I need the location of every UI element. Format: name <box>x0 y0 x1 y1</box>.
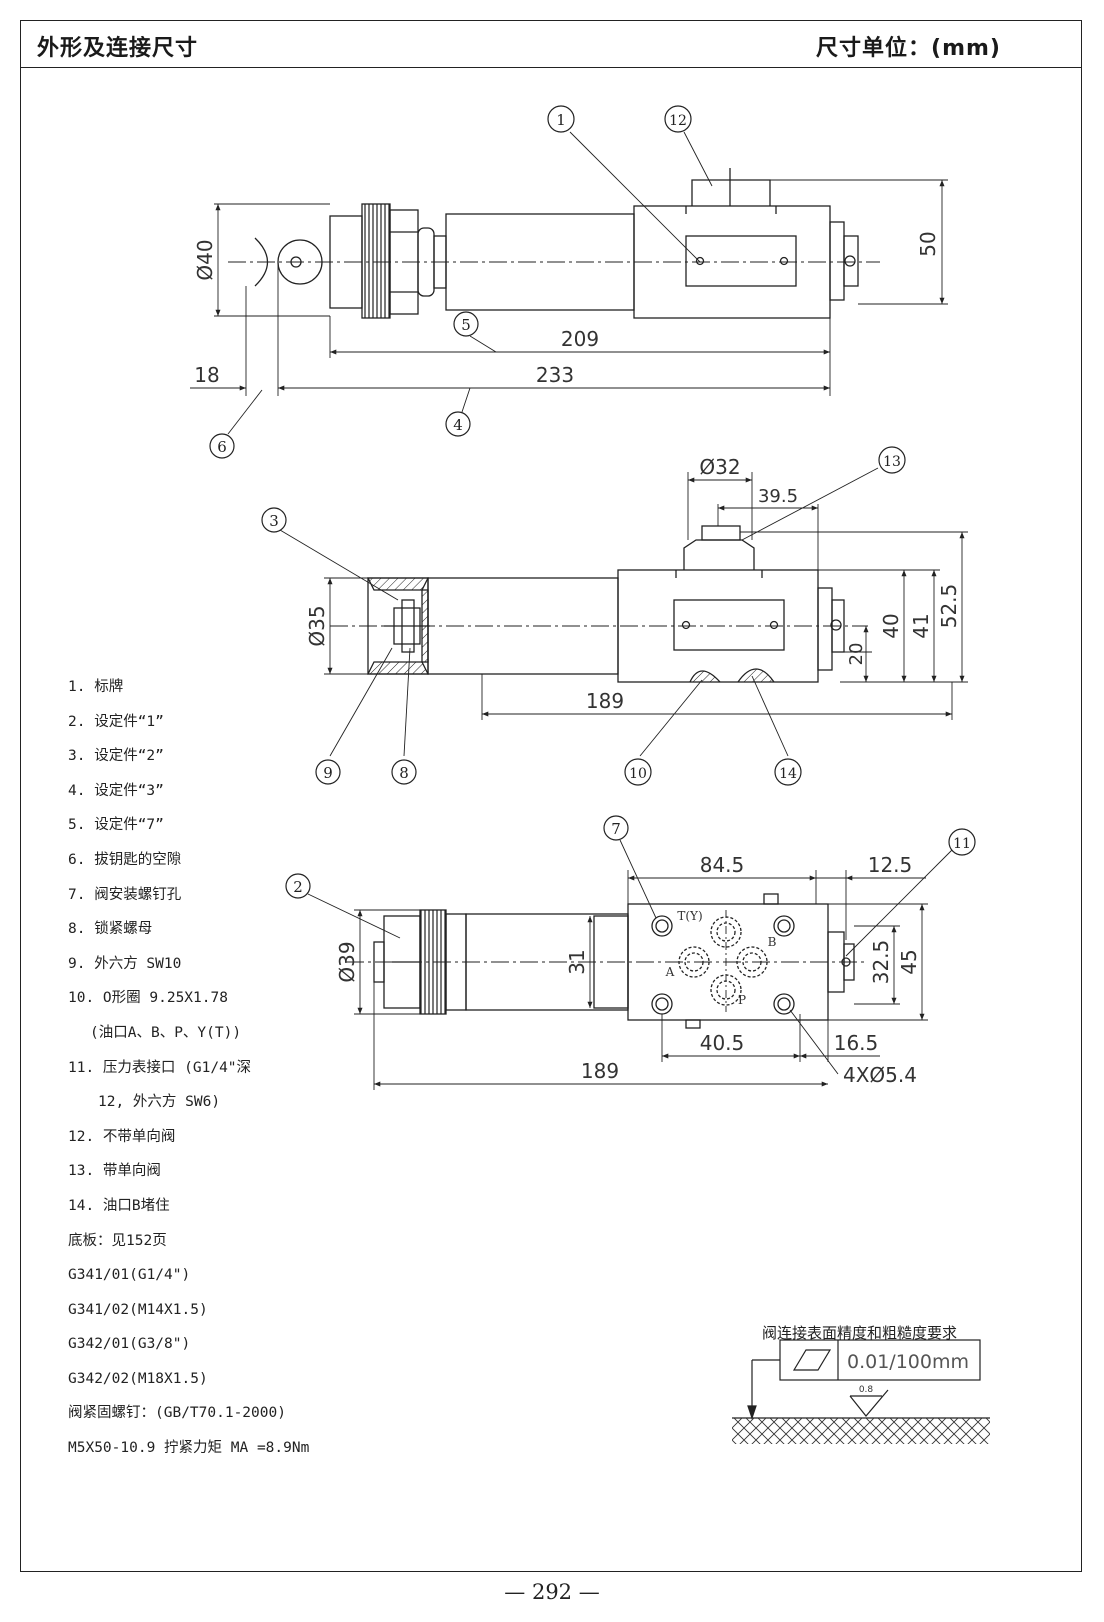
dim-189-mid: 189 <box>586 689 624 713</box>
legend-item: 3. 设定件“2” <box>68 748 164 765</box>
legend-item: 6. 拔钥匙的空隙 <box>68 851 182 868</box>
legend-item: G342/01(G3/8") <box>68 1336 191 1353</box>
roughness-value: 0.8 <box>859 1385 874 1395</box>
flatness-value: 0.01/100mm <box>847 1351 969 1373</box>
dim-84-5: 84.5 <box>700 853 745 877</box>
balloon-8: 8 <box>399 764 409 782</box>
legend-item: 11. 压力表接口 (G1/4"深 <box>68 1059 252 1076</box>
dim-39-5: 39.5 <box>758 486 798 507</box>
middle-view <box>279 467 968 757</box>
dim-32-5: 32.5 <box>869 940 893 985</box>
dim-31: 31 <box>565 949 589 974</box>
dim-50: 50 <box>916 231 940 256</box>
dim-16-5: 16.5 <box>834 1031 879 1055</box>
dim-41: 41 <box>909 613 933 638</box>
balloon-14: 14 <box>779 766 797 782</box>
balloon-4: 4 <box>453 416 463 434</box>
dim-holes: 4XØ5.4 <box>843 1063 917 1087</box>
bottom-view-dims: 84.5 12.5 Ø39 31 32.5 45 40.5 16.5 189 4… <box>335 853 921 1087</box>
middle-view-balloons: 3 13 9 8 10 14 <box>261 446 906 786</box>
dim-40: 40 <box>879 613 903 638</box>
bottom-view <box>307 839 953 1090</box>
roughness-icon <box>849 1389 889 1417</box>
dim-d32: Ø32 <box>699 455 740 479</box>
dim-18: 18 <box>194 363 219 387</box>
surface-requirement: 0.01/100mm 0.8 <box>732 1339 990 1444</box>
port-a: A <box>665 965 675 979</box>
dim-189-bottom: 189 <box>581 1059 619 1083</box>
page-title: 外形及连接尺寸 <box>37 36 199 61</box>
legend-item: M5X50-10.9 拧紧力矩 MA =8.9Nm <box>68 1440 310 1457</box>
dim-d35: Ø35 <box>305 605 329 646</box>
legend-item: 9. 外六方 SW10 <box>68 955 182 972</box>
legend-item: 7. 阀安装螺钉孔 <box>68 886 182 903</box>
dim-52-5: 52.5 <box>937 584 961 629</box>
dim-20: 20 <box>846 643 867 666</box>
balloon-5: 5 <box>461 316 471 334</box>
legend-item: 5. 设定件“7” <box>68 817 164 834</box>
legend-item: 阀紧固螺钉：(GB/T70.1-2000) <box>68 1405 286 1422</box>
legend-item: 4. 设定件“3” <box>68 782 164 799</box>
balloon-7: 7 <box>611 820 621 838</box>
port-ty: T(Y) <box>677 909 702 923</box>
unit-label: 尺寸单位：(mm) <box>816 36 1001 61</box>
legend-item: G341/02(M14X1.5) <box>68 1301 208 1318</box>
dim-d40: Ø40 <box>193 239 217 280</box>
top-view-dims: Ø40 50 209 18 233 <box>193 231 940 387</box>
dim-d39: Ø39 <box>335 941 359 982</box>
page-number: — 292 — <box>504 1580 600 1604</box>
dim-45: 45 <box>897 949 921 974</box>
legend-item: 13. 带单向阀 <box>68 1163 161 1180</box>
legend-item: 14. 油口B堵住 <box>68 1197 170 1214</box>
legend-item: 12. 不带单向阀 <box>68 1128 176 1145</box>
page-frame: 外形及连接尺寸 尺寸单位：(mm) <box>20 20 1082 1572</box>
flatness-icon <box>792 1349 832 1371</box>
legend-item: 底板：见152页 <box>68 1232 167 1249</box>
port-b: B <box>768 935 777 949</box>
bottom-view-balloons: 7 11 2 <box>285 815 976 899</box>
legend-item: 2. 设定件“1” <box>68 713 164 730</box>
legend-item: 12, 外六方 SW6) <box>98 1094 221 1111</box>
balloon-10: 10 <box>629 766 647 782</box>
port-p: P <box>738 993 746 1007</box>
dim-12-5: 12.5 <box>868 853 913 877</box>
balloon-12: 12 <box>669 113 687 129</box>
legend-item: 1. 标牌 <box>68 679 124 695</box>
legend-item: 10. O形圈 9.25X1.78 <box>68 990 228 1007</box>
dim-40-5: 40.5 <box>700 1031 745 1055</box>
legend-item: 8. 锁紧螺母 <box>68 921 153 938</box>
legend-item: G342/02(M18X1.5) <box>68 1370 208 1387</box>
balloon-11: 11 <box>953 836 971 852</box>
middle-view-dims: Ø32 39.5 Ø35 40 41 52.5 20 189 <box>305 455 961 713</box>
balloon-13: 13 <box>883 454 901 470</box>
balloon-6: 6 <box>217 438 227 456</box>
port-labels: T(Y) A B P <box>665 909 777 1007</box>
parts-legend: 1. 标牌 2. 设定件“1” 3. 设定件“2” 4. 设定件“3” 5. 设… <box>68 670 309 1466</box>
legend-item: (油口A、B、P、Y(T)) <box>90 1024 242 1041</box>
surface-caption: 阀连接表面精度和粗糙度要求 <box>762 1324 958 1342</box>
top-view-balloons: 1 12 5 4 6 <box>209 105 692 459</box>
balloon-1: 1 <box>556 111 566 129</box>
legend-item: G341/01(G1/4") <box>68 1267 191 1284</box>
balloon-3: 3 <box>269 512 279 530</box>
balloon-9: 9 <box>323 764 333 782</box>
dim-209: 209 <box>561 327 599 351</box>
top-view <box>190 131 948 435</box>
header-bar: 外形及连接尺寸 尺寸单位：(mm) <box>21 21 1081 68</box>
balloon-2: 2 <box>293 878 303 896</box>
dim-233: 233 <box>536 363 574 387</box>
